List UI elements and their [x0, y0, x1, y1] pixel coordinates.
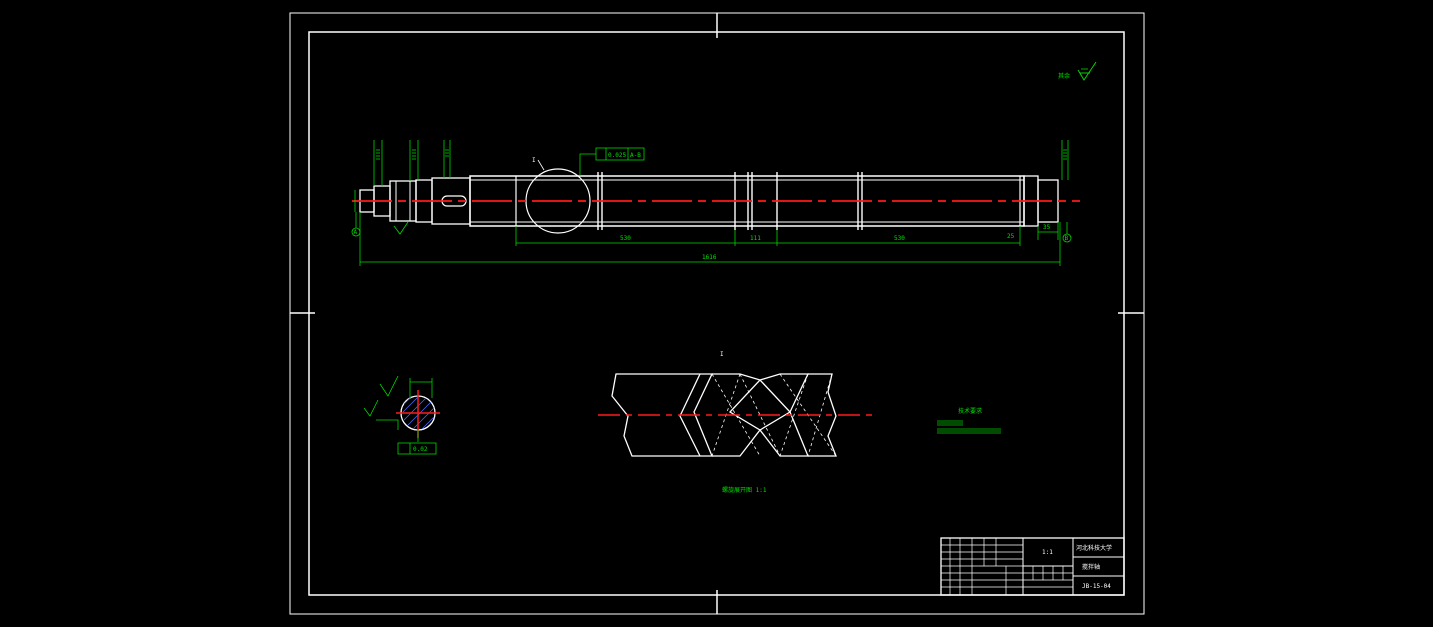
main-view-dimensions: 0.025 A-B 530 111 530 25 35 1616 A B: [351, 140, 1072, 266]
dim-end-small: 25: [1007, 233, 1015, 240]
flight-detail-view: I 螺旋展开图 1:1: [598, 351, 874, 494]
dim-end-right: 35: [1043, 224, 1051, 231]
title-block-drawing-number: JB-15-04: [1082, 583, 1111, 590]
dim-mid-span: 111: [750, 235, 761, 242]
runout-datum-ref: A-B: [630, 152, 641, 159]
sheet-frame: [289, 12, 1145, 615]
section-tolerance-value: 0.02: [413, 446, 428, 453]
datum-right: B: [1065, 235, 1069, 242]
roughness-symbol: 其余: [1058, 61, 1097, 81]
technical-notes-title: 技术要求: [958, 407, 982, 415]
technical-notes: 技术要求: [937, 407, 1001, 434]
dim-total-length: 1616: [702, 254, 717, 261]
title-block: 1:1 河北科技大学 搅拌轴 JB-15-04: [940, 537, 1125, 596]
title-block-school: 河北科技大学: [1076, 544, 1112, 552]
detail-view-caption: 螺旋展开图 1:1: [722, 486, 767, 494]
title-block-part-name: 搅拌轴: [1082, 563, 1100, 571]
dim-left-span: 530: [620, 235, 631, 242]
roughness-label: 其余: [1058, 72, 1070, 80]
title-block-scale: 1:1: [1042, 549, 1053, 556]
shaft-main-view: I: [352, 157, 1080, 234]
datum-left: A: [354, 229, 358, 236]
detail-view-label: I: [720, 351, 724, 358]
shaft-section-view: 0.02: [363, 375, 440, 455]
detail-callout-label: I: [532, 157, 536, 164]
dim-right-span: 530: [894, 235, 905, 242]
runout-tolerance-value: 0.025: [608, 152, 626, 159]
